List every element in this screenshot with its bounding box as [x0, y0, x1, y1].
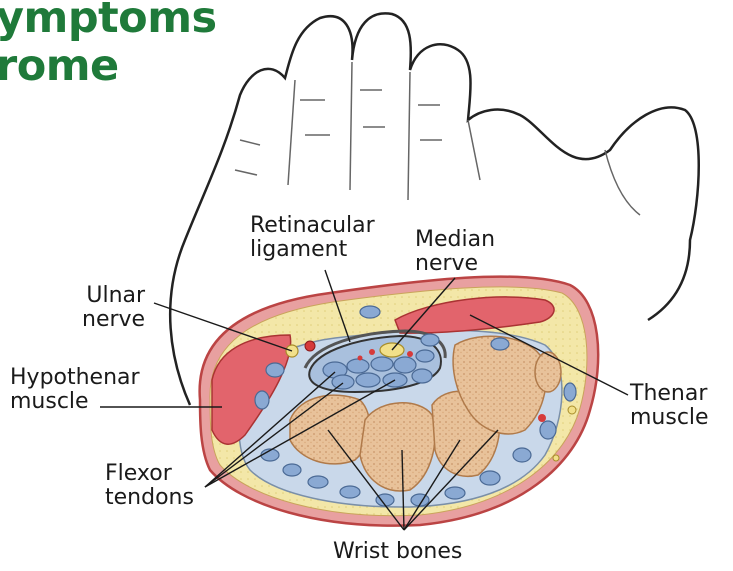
label-retinacular-ligament: Retinacular ligament [250, 214, 375, 262]
label-hypothenar-line-2: muscle [10, 390, 140, 414]
label-wrist-bones: Wrist bones [333, 540, 462, 564]
label-retinacular-line-1: Retinacular [250, 214, 375, 238]
label-retinacular-line-2: ligament [250, 238, 375, 262]
label-wrist-line-1: Wrist bones [333, 540, 462, 564]
label-hypothenar-line-1: Hypothenar [10, 366, 140, 390]
label-median-line-2: nerve [415, 252, 495, 276]
label-ulnar-line-1: Ulnar [82, 284, 145, 308]
wrist-bone-5 [535, 352, 561, 392]
label-median-line-1: Median [415, 228, 495, 252]
label-median-nerve: Median nerve [415, 228, 495, 276]
label-flexor-line-1: Flexor [105, 462, 194, 486]
label-ulnar-line-2: nerve [82, 308, 145, 332]
label-thenar-line-2: muscle [630, 406, 709, 430]
label-flexor-line-2: tendons [105, 486, 194, 510]
wrist-cross-section [200, 277, 599, 526]
label-flexor-tendons: Flexor tendons [105, 462, 194, 510]
label-ulnar-nerve: Ulnar nerve [82, 284, 145, 332]
label-hypothenar-muscle: Hypothenar muscle [10, 366, 140, 414]
label-thenar-muscle: Thenar muscle [630, 382, 709, 430]
wrist-bone-1 [290, 395, 370, 464]
label-thenar-line-1: Thenar [630, 382, 709, 406]
